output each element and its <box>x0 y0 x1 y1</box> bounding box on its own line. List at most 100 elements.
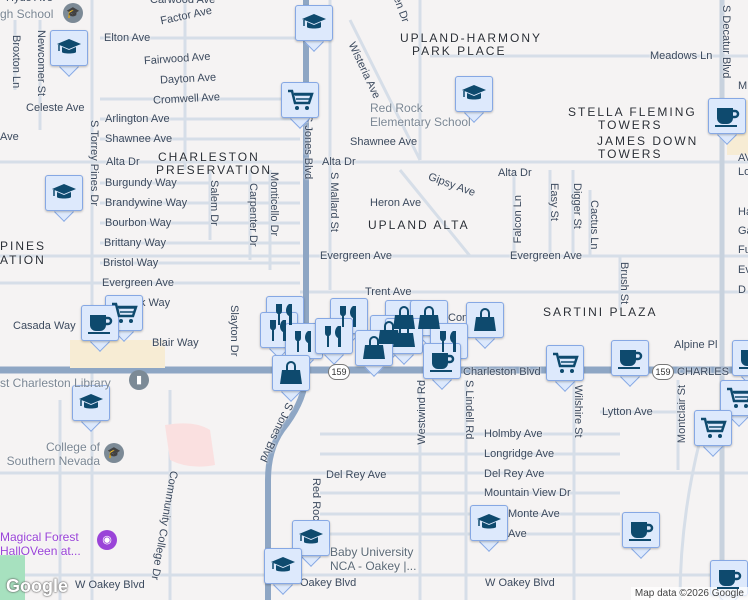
street-label: Ev <box>738 264 748 276</box>
marker-box <box>45 175 83 211</box>
google-logo[interactable]: Google <box>6 576 68 596</box>
marker-cart[interactable] <box>694 410 732 457</box>
marker-box <box>694 410 732 446</box>
street-label: Holmby Ave <box>484 428 543 440</box>
cart-icon <box>727 387 748 408</box>
street-label: Broxton Ln <box>10 35 22 89</box>
street-label: Evergreen Ave <box>320 250 392 262</box>
school-icon[interactable]: 🎓 <box>104 443 124 463</box>
street-label: Hyde Ave <box>6 0 53 4</box>
bag-icon <box>474 308 496 331</box>
street-label: Red Roc <box>310 478 322 521</box>
street-label: S Decatur Blvd <box>720 5 732 79</box>
marker-coffee[interactable] <box>710 560 748 600</box>
coffee-icon <box>88 315 113 334</box>
bag-icon <box>393 324 415 347</box>
school-icon <box>299 529 323 544</box>
poi-high-school[interactable]: gh School <box>0 7 54 21</box>
marker-school[interactable] <box>50 30 88 77</box>
marker-box <box>622 512 660 548</box>
marker-bag[interactable] <box>410 300 448 347</box>
map-attribution[interactable]: Map data ©2026 Google <box>630 587 748 600</box>
marker-box <box>72 385 110 421</box>
marker-cart[interactable] <box>281 82 319 129</box>
marker-school[interactable] <box>264 548 302 595</box>
poi-line: HallOVeen at... <box>0 544 81 558</box>
marker-school[interactable] <box>45 175 83 222</box>
marker-box <box>470 505 508 541</box>
marker-bag[interactable] <box>355 330 393 377</box>
street-label: Ave <box>508 528 527 540</box>
street-label: Elton Ave <box>104 32 151 44</box>
marker-coffee[interactable] <box>622 512 660 559</box>
street-label: Bristol Way <box>103 257 159 269</box>
marker-school[interactable] <box>295 5 333 52</box>
street-label: Carwood Ave <box>150 0 216 6</box>
poi-line: Magical Forest <box>0 530 79 544</box>
street-label: Con <box>448 312 469 324</box>
school-icon <box>52 184 76 199</box>
neighborhood-label: PINES <box>0 239 47 253</box>
neighborhood-label: PRESERVATION <box>156 163 273 177</box>
street-label: Easy St <box>548 183 560 221</box>
coffee-icon <box>629 522 654 541</box>
poi-library[interactable]: st Charleston Library <box>0 376 111 390</box>
marker-coffee[interactable] <box>423 343 461 390</box>
marker-school[interactable] <box>470 505 508 552</box>
marker-box <box>385 318 423 354</box>
marker-cart[interactable] <box>546 345 584 392</box>
school-icon[interactable]: 🎓 <box>63 3 83 23</box>
marker-coffee[interactable] <box>611 340 649 387</box>
bag-icon <box>363 336 385 359</box>
marker-box <box>281 82 319 118</box>
school-icon <box>462 85 486 100</box>
neighborhood-label: SARTINI PLAZA <box>543 305 658 319</box>
marker-school[interactable] <box>455 76 493 123</box>
street-label: S Mallard St <box>328 172 340 232</box>
camera-icon[interactable]: ◉ <box>97 530 117 550</box>
poi-line: Baby University <box>330 545 414 559</box>
poi-line: College of <box>45 440 100 454</box>
marker-coffee[interactable] <box>708 98 746 145</box>
marker-box <box>81 305 119 341</box>
street-label: S Jones Blvd <box>302 115 314 180</box>
neighborhood-label: TOWERS <box>598 147 663 161</box>
marker-school[interactable] <box>292 520 330 567</box>
street-label: Longridge Ave <box>484 448 555 460</box>
fork-icon <box>276 304 292 325</box>
marker-bag[interactable] <box>466 302 504 349</box>
marker-fork[interactable] <box>315 318 353 365</box>
marker-bag[interactable] <box>385 318 423 365</box>
neighborhood-label: PARK PLACE <box>412 44 507 58</box>
street-label: Ga <box>738 225 748 237</box>
street-label: Digger St <box>571 183 583 229</box>
book-icon[interactable]: ▮ <box>129 370 149 390</box>
marker-cart[interactable] <box>720 380 748 427</box>
marker-coffee[interactable] <box>732 340 748 387</box>
poi-line: Southern Nevada <box>6 454 100 468</box>
bag-icon <box>418 306 440 329</box>
street-label: Monticello Dr <box>268 172 280 237</box>
street-label: Evergreen Ave <box>510 250 582 262</box>
street-label: Charleston Blvd <box>463 366 541 378</box>
school-icon <box>477 514 501 529</box>
street-label: CHARLES <box>677 366 729 378</box>
street-label: Brush St <box>618 262 630 305</box>
street-label: Brandywine Way <box>105 197 188 209</box>
street-label: Trent Ave <box>365 286 412 298</box>
street-label: Evergreen Ave <box>102 277 174 289</box>
fork-icon <box>325 326 341 347</box>
marker-box <box>455 76 493 112</box>
street-label: M <box>738 80 748 92</box>
marker-bag[interactable] <box>272 355 310 402</box>
street-label: AV <box>738 152 748 164</box>
street-label: Wilshire St <box>572 385 584 438</box>
marker-coffee[interactable] <box>81 305 119 352</box>
marker-box <box>611 340 649 376</box>
marker-school[interactable] <box>72 385 110 432</box>
